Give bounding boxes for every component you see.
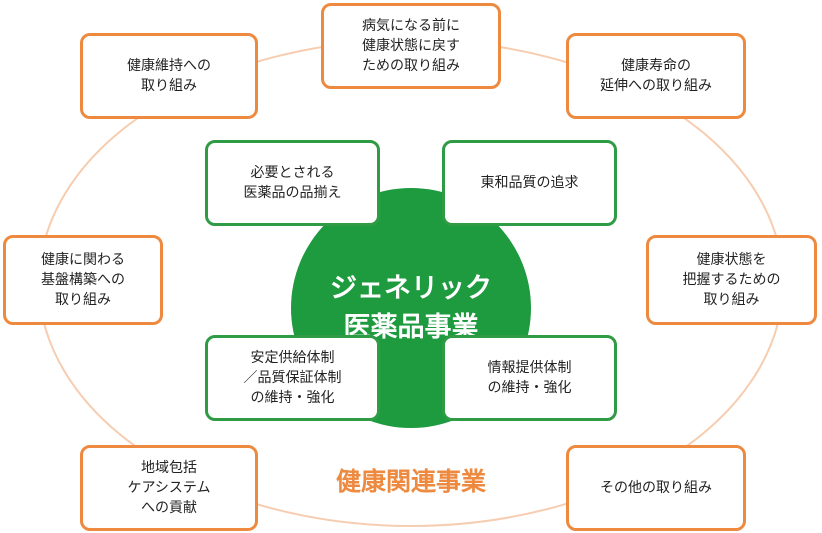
box-stable-supply: 安定供給体制 ／品質保証体制 の維持・強化 — [205, 335, 380, 421]
box-other: その他の取り組み — [566, 445, 746, 531]
box-health-status: 健康状態を 把握するための 取り組み — [646, 235, 817, 325]
box-prevention: 病気になる前に 健康状態に戻す ための取り組み — [321, 3, 501, 89]
box-information-provision: 情報提供体制 の維持・強化 — [442, 335, 617, 421]
box-health-foundation: 健康に関わる 基盤構築への 取り組み — [3, 235, 163, 325]
box-community-care: 地域包括 ケアシステム への貢献 — [80, 445, 258, 531]
health-business-label: 健康関連事業 — [300, 462, 522, 498]
box-healthy-lifespan: 健康寿命の 延伸への取り組み — [566, 33, 746, 119]
box-product-lineup: 必要とされる 医薬品の品揃え — [205, 140, 380, 226]
box-quality-pursuit: 東和品質の追求 — [442, 140, 617, 226]
box-health-maintenance: 健康維持への 取り組み — [80, 33, 258, 119]
